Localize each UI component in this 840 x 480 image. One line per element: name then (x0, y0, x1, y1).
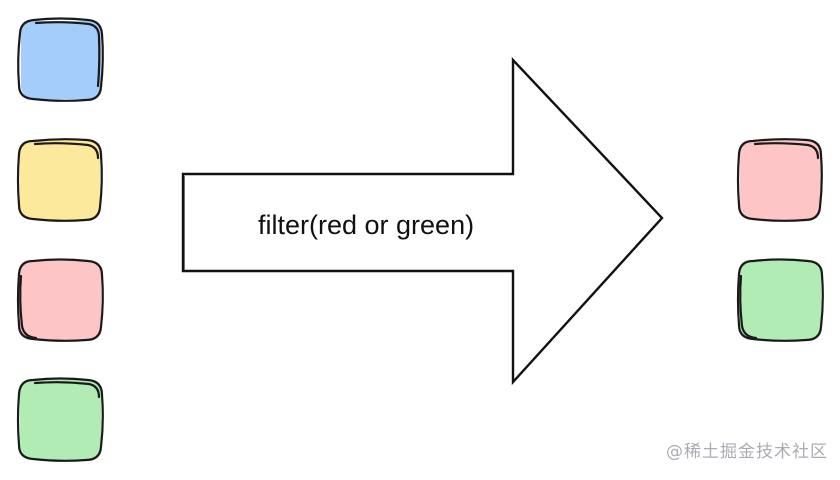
input-square-red (16, 258, 104, 342)
input-square-green (16, 377, 104, 462)
arrow-label: filter(red or green) (258, 210, 474, 240)
filter-arrow: filter(red or green) (181, 56, 664, 386)
input-square-yellow (16, 138, 103, 222)
watermark: @稀土掘金技术社区 (666, 442, 828, 462)
input-square-blue (17, 17, 104, 102)
input-column (16, 17, 104, 462)
output-square-green (736, 258, 824, 342)
output-column (736, 138, 824, 342)
output-square-red (736, 138, 823, 222)
